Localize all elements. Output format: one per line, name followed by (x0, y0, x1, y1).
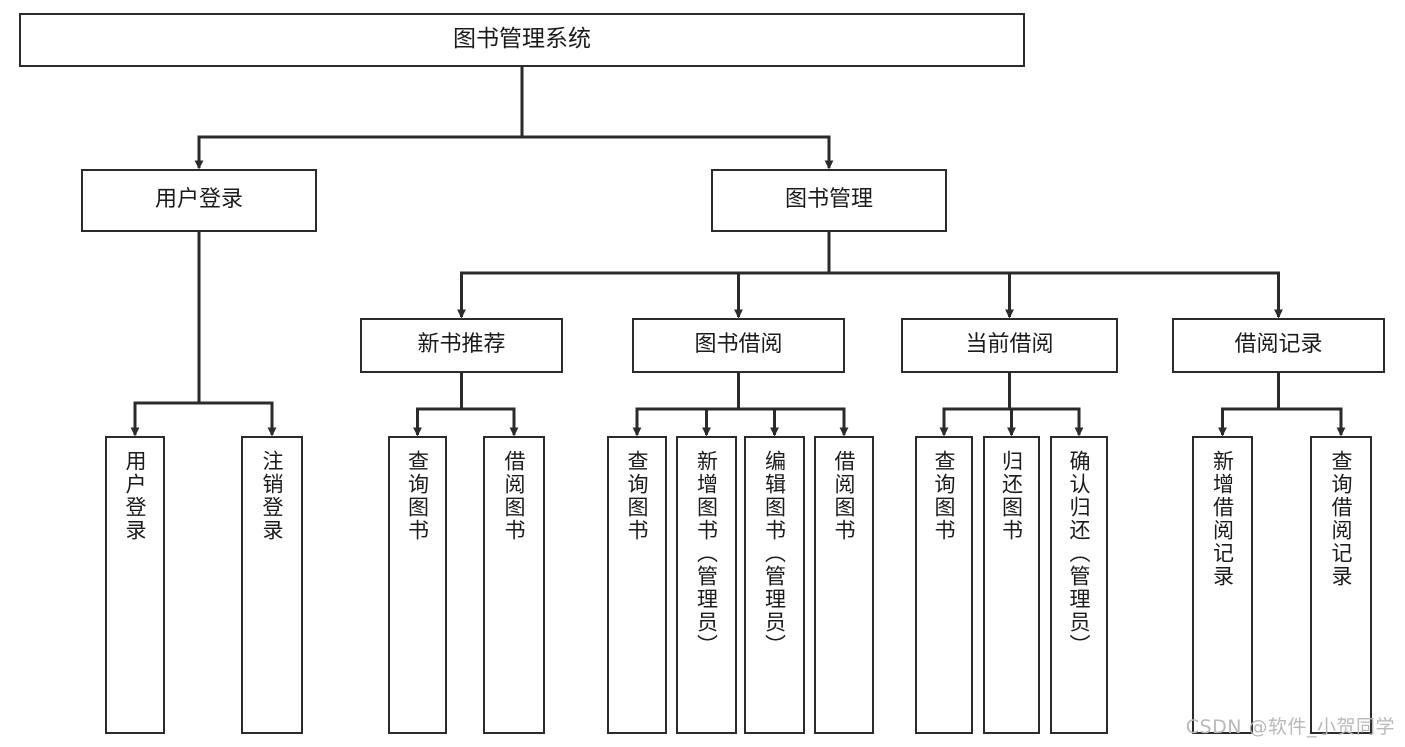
connector-bookmgmt-to-newbook (457, 271, 829, 319)
node-label: 借阅记录 (1234, 332, 1323, 358)
node-label: 用户登录 (123, 450, 148, 542)
node-leaf11[interactable]: 确认归还（管理员） (1050, 436, 1108, 734)
node-leaf6[interactable]: 新增图书（管理员） (676, 436, 737, 734)
connector-root-to-bookmgmt (522, 135, 834, 170)
node-label: 查询借阅记录 (1329, 450, 1354, 588)
connector-borrow-to-leaf7 (738, 407, 779, 437)
node-current[interactable]: 当前借阅 (901, 318, 1118, 373)
connector-current-to-leaf9 (939, 407, 1010, 437)
node-leaf8[interactable]: 借阅图书 (814, 436, 874, 734)
connector-current-to-leaf10 (1007, 407, 1016, 437)
connector-newbook-to-leaf3 (413, 407, 462, 437)
node-label: 新增借阅记录 (1210, 450, 1235, 588)
node-label: 借阅图书 (502, 450, 527, 542)
node-label: 新书推荐 (417, 332, 506, 358)
node-bookmgmt[interactable]: 图书管理 (711, 169, 947, 232)
connector-bookmgmt-to-current (829, 271, 1014, 319)
node-records[interactable]: 借阅记录 (1172, 318, 1385, 373)
node-label: 确认归还（管理员） (1067, 450, 1092, 657)
connector-bookmgmt-to-borrow (734, 271, 829, 319)
node-leaf3[interactable]: 查询图书 (388, 436, 447, 734)
connector-root-to-login (194, 135, 522, 170)
node-leaf10[interactable]: 归还图书 (983, 436, 1040, 734)
node-leaf1[interactable]: 用户登录 (105, 436, 165, 734)
node-leaf4[interactable]: 借阅图书 (483, 436, 545, 734)
connector-borrow-to-leaf8 (738, 407, 849, 437)
node-leaf9[interactable]: 查询图书 (915, 436, 973, 734)
node-leaf5[interactable]: 查询图书 (607, 436, 667, 734)
node-label: 图书管理 (784, 187, 873, 213)
node-label: 当前借阅 (965, 332, 1054, 358)
node-label: 图书借阅 (694, 332, 783, 358)
connector-bookmgmt-to-records (829, 271, 1283, 319)
connector-records-to-leaf13 (1278, 407, 1346, 437)
node-login[interactable]: 用户登录 (81, 169, 317, 232)
node-label: 新增图书（管理员） (694, 450, 719, 657)
connector-login-to-leaf2 (199, 401, 277, 437)
node-label: 编辑图书（管理员） (762, 450, 787, 657)
node-label: 注销登录 (260, 450, 285, 542)
node-label: 归还图书 (999, 450, 1024, 542)
connector-current-to-leaf11 (1009, 407, 1084, 437)
node-leaf2[interactable]: 注销登录 (241, 436, 303, 734)
node-leaf13[interactable]: 查询借阅记录 (1310, 436, 1372, 734)
node-label: 用户登录 (154, 187, 243, 213)
node-label: 查询图书 (405, 450, 430, 542)
node-leaf7[interactable]: 编辑图书（管理员） (744, 436, 805, 734)
connector-records-to-leaf12 (1218, 407, 1279, 437)
connector-newbook-to-leaf4 (461, 407, 519, 437)
connector-borrow-to-leaf6 (702, 407, 739, 437)
connector-login-to-leaf1 (130, 401, 199, 437)
node-root[interactable]: 图书管理系统 (19, 13, 1025, 67)
node-label: 借阅图书 (832, 450, 857, 542)
node-label: 查询图书 (932, 450, 957, 542)
connector-borrow-to-leaf5 (632, 407, 739, 437)
node-label: 查询图书 (625, 450, 650, 542)
node-borrow[interactable]: 图书借阅 (632, 318, 845, 373)
node-leaf12[interactable]: 新增借阅记录 (1192, 436, 1253, 734)
node-newbook[interactable]: 新书推荐 (360, 318, 563, 373)
node-label: 图书管理系统 (453, 26, 591, 53)
